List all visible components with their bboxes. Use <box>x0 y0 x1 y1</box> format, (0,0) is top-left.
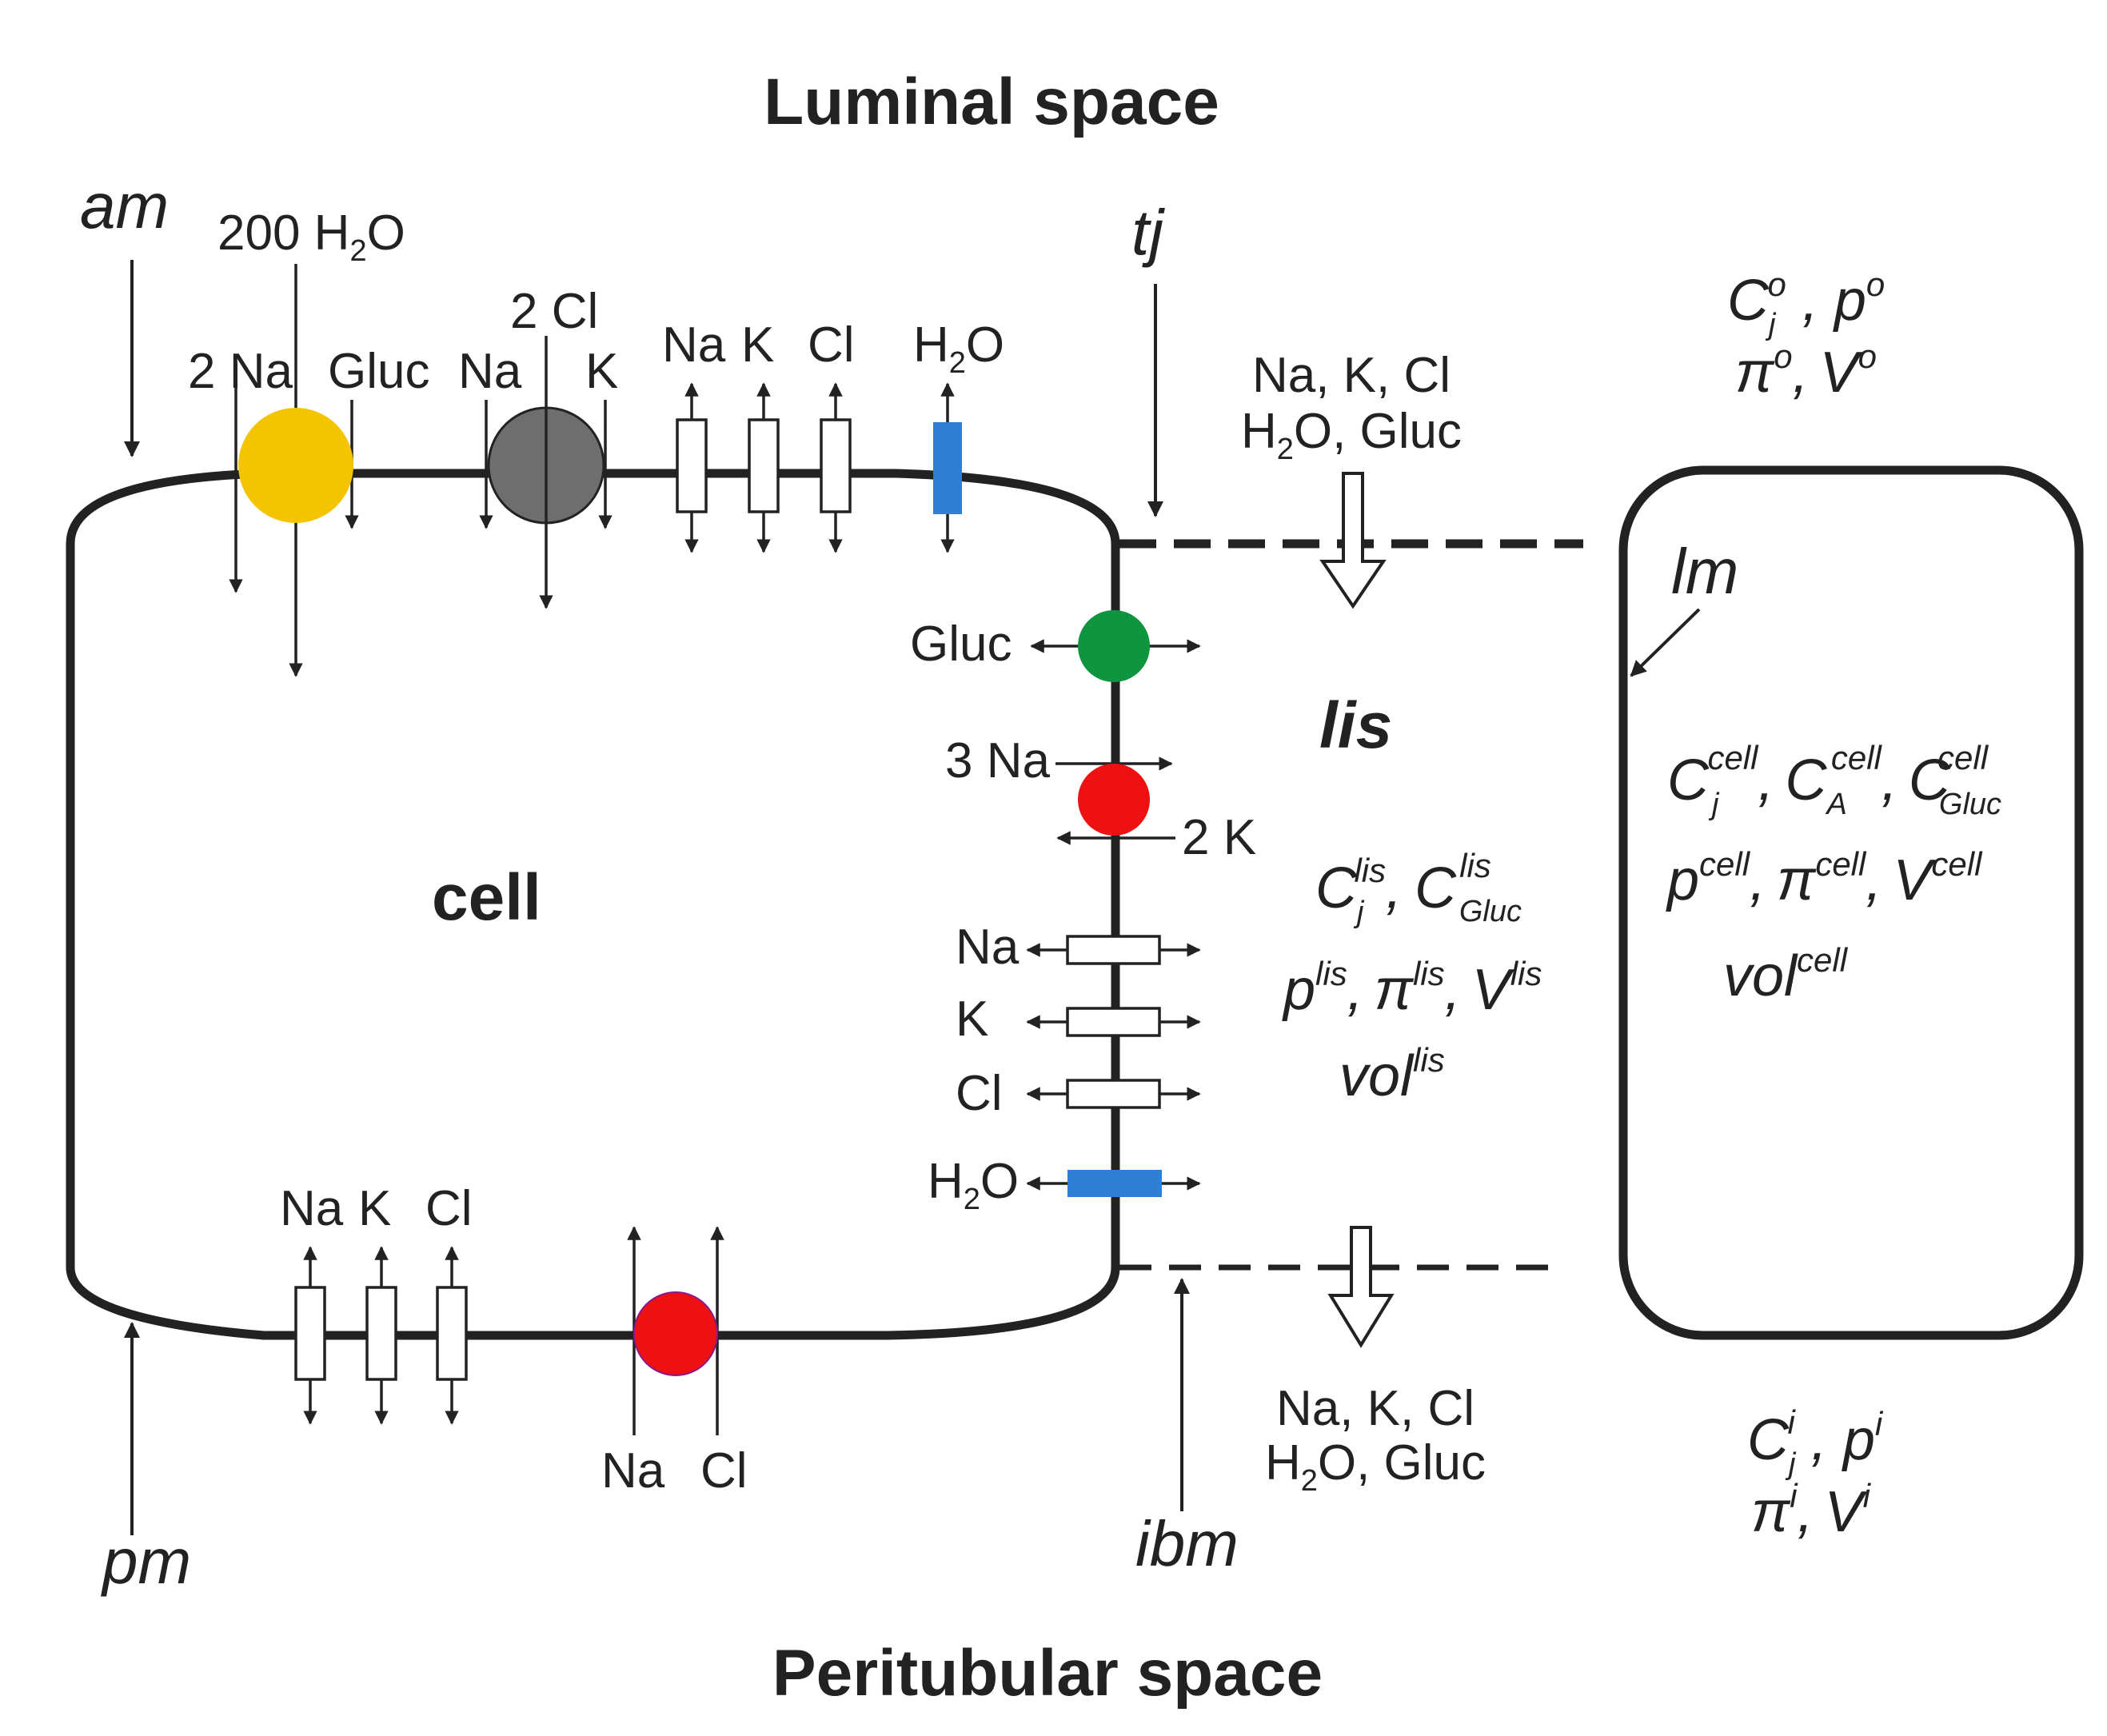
svg-text:plis,πlis,Vlis: plis,πlis,Vlis <box>1282 955 1542 1022</box>
pump-na-label: 3 Na <box>945 733 1050 788</box>
basal-cotransport-na-label: Na <box>601 1443 665 1499</box>
tj-flux-line2: H2O, Gluc <box>1241 404 1462 466</box>
cell-label: cell <box>432 861 541 934</box>
lis-label: lis <box>1319 689 1392 762</box>
basal-na-channel <box>294 1286 326 1381</box>
svg-text:volcell: volcell <box>1723 941 1849 1008</box>
sglt-transporter <box>238 408 353 523</box>
apical-na-label: Na <box>662 317 726 373</box>
ibm-flux-line2: H2O, Gluc <box>1265 1435 1486 1498</box>
peritubular-space-title: Peritubular space <box>772 1637 1323 1710</box>
lateral-k-label: K <box>956 992 988 1047</box>
apical-k-channel <box>748 418 780 513</box>
apical-aquaporin <box>933 422 962 514</box>
lateral-cl-label: Cl <box>956 1066 1003 1121</box>
am-label: am <box>80 170 169 241</box>
svg-text:πi,Vi: πi,Vi <box>1751 1477 1872 1544</box>
lateral-na-label: Na <box>956 920 1020 975</box>
apical-cl-label: Cl <box>808 317 855 373</box>
lateral-gluc-label: Gluc <box>910 617 1012 672</box>
basal-nacl-cotransporter <box>633 1291 718 1376</box>
basal-na-label: Na <box>280 1181 344 1236</box>
neighbor-cell <box>1618 465 2084 1340</box>
water-200-label: 200 H2O <box>217 206 405 268</box>
svg-text:pcell,πcell,Vcell: pcell,πcell,Vcell <box>1666 845 1983 912</box>
ibm-label: ibm <box>1135 1508 1239 1579</box>
tj-label: tj <box>1131 197 1165 268</box>
cell-membrane <box>66 469 1120 1340</box>
tj-flux-line1: Na, K, Cl <box>1252 348 1451 403</box>
na-k-pump <box>1078 764 1150 836</box>
lateral-na-channel <box>1066 935 1161 965</box>
apical-k-label: K <box>741 317 774 373</box>
basal-cl-label: Cl <box>425 1181 473 1236</box>
peritubular-variables: Cji , pi πi,Vi <box>1747 1403 1884 1544</box>
lateral-cl-channel <box>1066 1079 1161 1109</box>
svg-text:vollis: vollis <box>1339 1041 1445 1108</box>
lateral-k-channel <box>1066 1007 1161 1037</box>
apical-na-channel <box>676 418 708 513</box>
luminal-variables: Cjo , po πo,Vo <box>1727 265 1885 405</box>
nkcc-k-label: K <box>585 344 618 399</box>
lm-pointer-arrow <box>1630 608 1701 677</box>
svg-text:πo,Vo: πo,Vo <box>1735 337 1877 405</box>
basal-cotransport-cl-label: Cl <box>700 1443 748 1499</box>
tj-hollow-arrow <box>1319 472 1387 609</box>
glut-transporter <box>1078 610 1150 682</box>
apical-cl-channel <box>820 418 852 513</box>
basal-k-channel <box>365 1286 397 1381</box>
ibm-flux-line1: Na, K, Cl <box>1276 1381 1475 1436</box>
luminal-space-title: Luminal space <box>764 66 1219 138</box>
basal-k-label: K <box>358 1181 391 1236</box>
lateral-aquaporin <box>1067 1170 1162 1197</box>
ibm-hollow-arrow <box>1327 1226 1395 1348</box>
sglt-na-label: 2 Na <box>188 344 293 399</box>
svg-text:Cji , pi: Cji , pi <box>1747 1403 1884 1481</box>
lm-label: lm <box>1671 536 1738 607</box>
pump-k-label: 2 K <box>1182 810 1256 865</box>
sglt-gluc-label: Gluc <box>328 344 429 399</box>
apical-water-label: H2O <box>913 317 1004 380</box>
svg-text:Cjo , po: Cjo , po <box>1727 265 1885 341</box>
lateral-water-label: H2O <box>928 1154 1019 1216</box>
basal-cl-channel <box>436 1286 468 1381</box>
nkcc-na-label: Na <box>458 344 522 399</box>
pm-label: pm <box>101 1526 191 1597</box>
nkcc-cl-label: 2 Cl <box>510 284 598 339</box>
